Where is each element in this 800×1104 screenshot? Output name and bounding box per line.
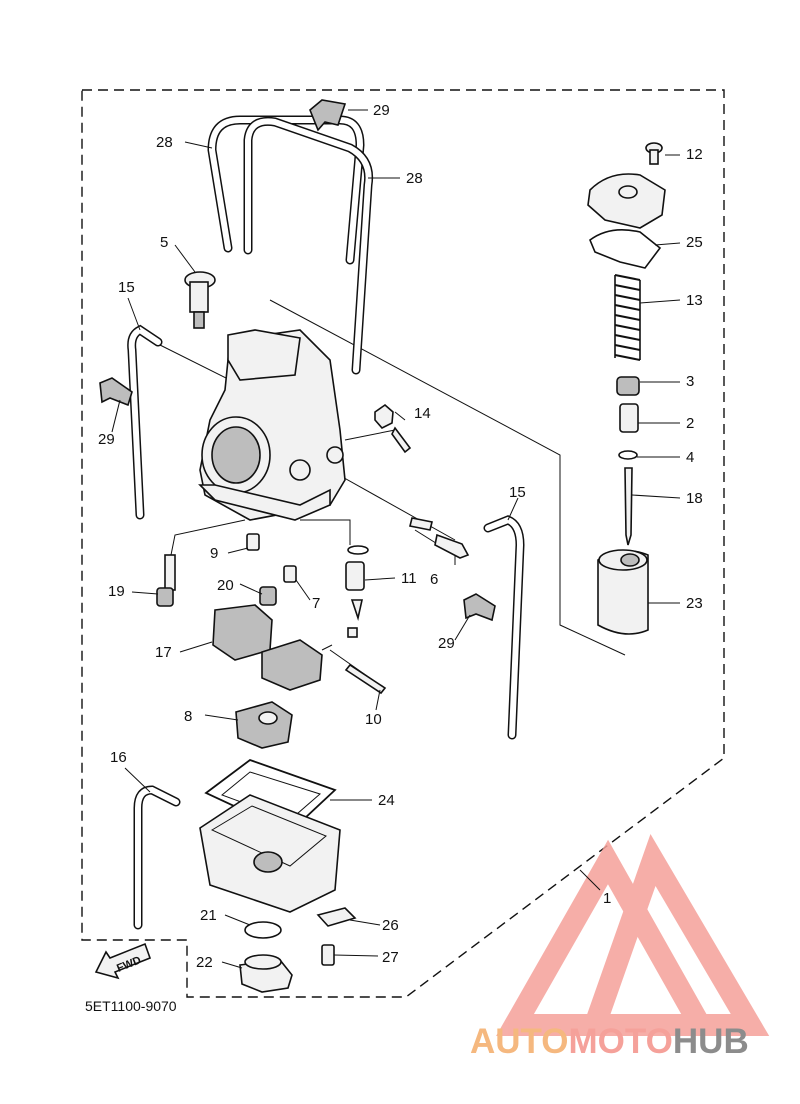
callout-17: 17	[155, 644, 172, 661]
part-2-needle-holder	[619, 403, 639, 433]
overflow-hose-16	[133, 785, 181, 930]
part-27-screw	[321, 944, 335, 966]
part-19-drain-plug	[239, 954, 293, 993]
callout-labels: 29 28 28 5 12 25 13 3 2 4 18 23 15 29 14…	[98, 102, 703, 971]
part-29-clip-left	[99, 377, 133, 407]
carburetor-body	[198, 329, 346, 521]
callout-16: 16	[110, 749, 127, 766]
callout-12: 12	[686, 146, 703, 163]
callout-20: 18	[686, 490, 703, 507]
callout-11: 11	[401, 570, 417, 587]
breather-hose-28-a	[207, 115, 365, 265]
part-25-gasket	[589, 229, 662, 269]
part-10-float-pin	[344, 663, 387, 695]
part-13-spring	[614, 274, 641, 361]
callout-26: 26	[382, 917, 399, 934]
part-29-clip-right	[463, 593, 496, 622]
callout-19: 22	[196, 954, 213, 971]
part-23-throttle-valve	[597, 549, 649, 635]
callout-6: 6	[430, 571, 438, 588]
assembly-boundary	[81, 89, 725, 998]
part-9-screw	[246, 533, 260, 551]
callout-5: 5	[160, 234, 168, 251]
callout-leaders	[111, 109, 681, 969]
callout-13: 13	[686, 292, 703, 309]
callout-27: 27	[382, 949, 399, 966]
callout-14: 14	[414, 405, 431, 422]
watermark-brand-hub: HUB	[673, 1022, 749, 1061]
callout-24: 24	[378, 792, 395, 809]
callout-28-left: 28	[156, 134, 173, 151]
part-5-air-screw	[184, 271, 216, 329]
breather-hose-28-b	[243, 116, 374, 375]
callout-4: 4	[686, 449, 694, 466]
drawing-code: 5ET1100-9070	[85, 998, 177, 1014]
callout-7: 7	[312, 595, 320, 612]
callout-29-left: 29	[98, 431, 115, 448]
callout-18: 21	[200, 907, 217, 924]
callout-1: 1	[603, 890, 611, 907]
watermark-logo	[496, 834, 770, 1036]
part-11-needle-valve	[345, 545, 369, 638]
vent-hose-15-right	[483, 515, 525, 740]
part-12-screw	[645, 142, 663, 165]
part-21-main-jet	[156, 554, 176, 607]
part-7-screw	[283, 565, 297, 583]
part-4-clip	[618, 450, 638, 460]
part-17-float	[212, 604, 333, 691]
callout-25: 25	[686, 234, 703, 251]
part-26-plate	[316, 907, 357, 927]
float-chamber	[199, 794, 341, 913]
part-20-jet-needle	[624, 467, 633, 546]
watermark-brand-auto: AUTO	[470, 1022, 569, 1061]
callout-15-right: 15	[509, 484, 526, 501]
watermark-brand: AUTOMOTOHUB	[470, 1022, 749, 1061]
part-22-pilot-jet	[259, 586, 277, 606]
callout-3: 3	[686, 373, 694, 390]
part-18-o-ring	[244, 921, 282, 939]
callout-8: 8	[184, 708, 192, 725]
vent-hose-15-left	[127, 324, 163, 520]
callout-28-right: 28	[406, 170, 423, 187]
callout-9: 9	[210, 545, 218, 562]
part-8-baffle	[235, 701, 293, 749]
throttle-cap	[587, 173, 666, 229]
callout-29-top: 29	[373, 102, 390, 119]
callout-23: 23	[686, 595, 703, 612]
part-14-idle-screw	[374, 403, 412, 454]
callout-2: 2	[686, 415, 694, 432]
part-6-screw-spring	[409, 517, 470, 559]
fwd-arrow-icon	[94, 942, 152, 980]
callout-10: 10	[365, 711, 382, 728]
part-29-clip-top	[309, 99, 347, 132]
callout-22: 20	[217, 577, 234, 594]
callout-15-left: 15	[118, 279, 135, 296]
callout-29-right: 29	[438, 635, 455, 652]
callout-21: 19	[108, 583, 125, 600]
part-3-spring-seat	[616, 376, 640, 396]
watermark-brand-moto: MOTO	[569, 1022, 673, 1061]
